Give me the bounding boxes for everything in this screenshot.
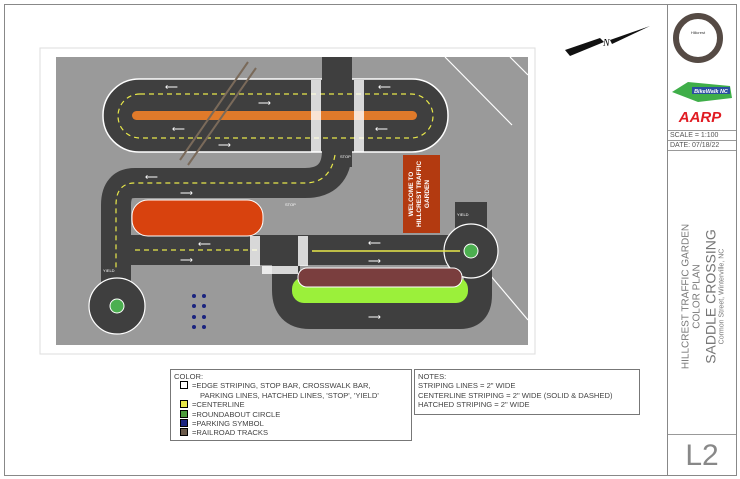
svg-text:⟶: ⟶: [180, 255, 193, 265]
stop-marking: STOP: [340, 154, 351, 159]
svg-text:⟶: ⟶: [218, 140, 231, 150]
roundabout-circle-icon: [463, 243, 479, 259]
pavement-text: STOP STOP YIELD YIELD: [103, 154, 469, 273]
yield-marking: YIELD: [103, 268, 115, 273]
plan-frame: [39, 47, 536, 355]
svg-text:⟶: ⟶: [258, 98, 271, 108]
svg-text:N: N: [602, 38, 611, 49]
island-red: [131, 199, 264, 237]
svg-text:BikeWalk NC: BikeWalk NC: [694, 89, 729, 95]
svg-text:⟶: ⟶: [368, 256, 381, 266]
svg-text:⟵: ⟵: [172, 124, 185, 134]
centerlines: [115, 93, 434, 270]
stop-marking: STOP: [285, 202, 296, 207]
sheet-title: HILLCREST TRAFFIC GARDEN COLOR PLAN SADD…: [680, 223, 726, 370]
svg-text:⟶: ⟶: [180, 188, 193, 198]
parking-symbols: [192, 294, 206, 329]
welcome-sign: [403, 155, 440, 233]
crosswalks: [250, 80, 364, 274]
hillcrest-logo: [673, 13, 723, 63]
direction-arrows: ⟵ ⟶ ⟵ ⟶ ⟵ ⟵ ⟵ ⟶ ⟵ ⟶ ⟵ ⟶ ⟶: [145, 82, 391, 322]
date-label: DATE: 07/18/22: [668, 140, 736, 151]
yield-marking: YIELD: [457, 212, 469, 217]
svg-text:⟵: ⟵: [368, 238, 381, 248]
svg-text:⟵: ⟵: [145, 172, 158, 182]
notes-box: NOTES: STRIPING LINES = 2" WIDE CENTERLI…: [414, 369, 640, 415]
aarp-logo: AARP: [678, 109, 722, 126]
island-maroon: [297, 267, 463, 288]
svg-text:⟶: ⟶: [368, 312, 381, 322]
svg-text:⟵: ⟵: [378, 82, 391, 92]
sheet-number: L2: [668, 434, 736, 476]
scale-label: SCALE = 1:100: [668, 130, 736, 141]
title-block: Hillcrest BikeWalk NC AARP SCALE = 1:100…: [667, 4, 736, 475]
drawing-sheet: [4, 4, 737, 476]
logos: Hillcrest BikeWalk NC AARP: [672, 13, 732, 126]
svg-text:⟵: ⟵: [165, 82, 178, 92]
svg-text:⟵: ⟵: [375, 124, 388, 134]
color-legend: COLOR: =EDGE STRIPING, STOP BAR, CROSSWA…: [170, 369, 412, 441]
sign-text: WELCOME TOHILLCREST TRAFFICGARDEN: [408, 161, 431, 227]
parking-lot-lines: [444, 56, 529, 321]
north-arrow-icon: N: [565, 26, 650, 56]
svg-text:Hillcrest: Hillcrest: [691, 30, 706, 35]
median-orange: [132, 111, 417, 120]
svg-text:⟵: ⟵: [198, 239, 211, 249]
railroad-tracks: [179, 61, 257, 166]
roundabout-circle-icon: [109, 298, 125, 314]
